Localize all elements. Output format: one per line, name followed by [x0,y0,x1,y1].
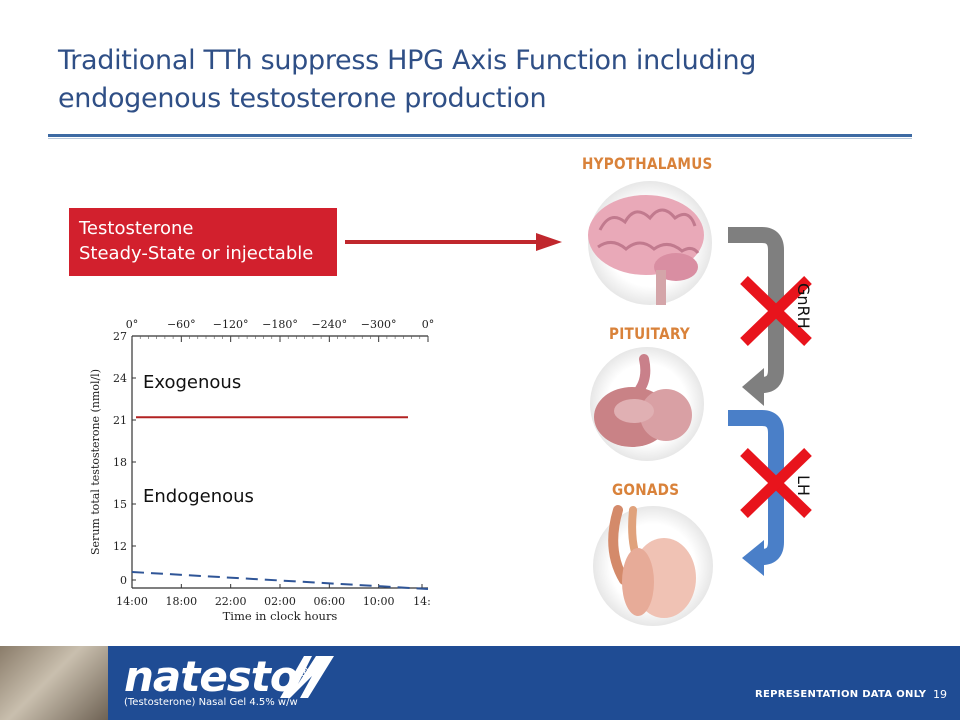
organ-label-gonads: GONADS [612,480,680,499]
chart-ticks: 0°−60°−120°−180°−240°−300°0°272421181512… [89,318,434,623]
title-line-1: Traditional TTh suppress HPG Axis Functi… [58,45,757,76]
chart-x-axis-title: Time in clock hours [223,609,338,623]
chart-top-tick-label: 0° [126,318,139,331]
chart-y-axis-title: Serum total testosterone (nmol/l) [89,369,102,555]
chart-lines [131,416,429,590]
testosterone-box-line-1: Testosterone [79,218,194,239]
testosterone-arrow-head [536,233,562,251]
chart-top-tick-label: −300° [361,318,397,331]
representation-note: REPRESENTATION DATA ONLY [755,689,927,700]
testosterone-box: Testosterone Steady-State or injectable [69,208,337,276]
chart-y-tick-label: 18 [113,456,127,469]
chart-y-tick-label: 21 [113,414,127,427]
endogenous-line [131,571,429,590]
lh-block-x [740,448,812,518]
footer-bar [0,646,960,720]
lh-arrow-head [742,540,764,576]
chart-y-tick-label: 12 [113,540,127,553]
natesto-logo: natesto® [124,652,310,701]
exogenous-label: Exogenous [143,372,242,393]
chart-x-tick-label: 14: [413,595,431,608]
lh-label: LH [794,475,813,496]
chart-top-tick-label: −120° [213,318,249,331]
gnrh-label: GnRH [794,283,813,329]
testosterone-arrow [345,233,562,251]
chart-x-tick-label: 06:00 [313,595,345,608]
footer-photo [0,646,108,720]
natesto-logo-text: natesto [124,652,299,701]
chart-x-tick-label: 02:00 [264,595,296,608]
page-number: 19 [933,688,947,701]
title-divider [48,134,912,137]
chart-x-tick-label: 22:00 [215,595,247,608]
hpg-arrows [728,227,812,576]
chart-x-tick-label: 14:00 [116,595,148,608]
testosterone-box-line-2: Steady-State or injectable [79,243,314,264]
title-divider-shadow [48,138,912,139]
natesto-logo-mark-icon [280,656,334,698]
chart-y-tick-label: 15 [113,498,127,511]
brain-image [588,181,712,305]
chart-top-tick-label: −240° [311,318,347,331]
chart-x-tick-label: 10:00 [363,595,395,608]
organ-label-pituitary: PITUITARY [609,324,691,343]
chart-top-tick-label: −180° [262,318,298,331]
chart-y-tick-label: 24 [113,372,127,385]
title-line-2: endogenous testosterone production [58,83,547,114]
chart-y-tick-label: 0 [120,574,127,587]
slide-title: Traditional TTh suppress HPG Axis Functi… [58,42,898,118]
chart-y-tick-label: 27 [113,330,127,343]
gnrh-block-x [740,276,812,346]
chart-top-tick-label: −60° [167,318,196,331]
organ-label-hypothalamus: HYPOTHALAMUS [582,154,713,173]
gnrh-arrow-head [742,368,764,406]
chart-top-tick-label: 0° [422,318,435,331]
endogenous-label: Endogenous [143,486,254,507]
pituitary-image [590,347,704,461]
gonads-image [593,505,713,626]
chart-x-tick-label: 18:00 [165,595,197,608]
logo-subtitle: (Testosterone) Nasal Gel 4.5% w/w [124,697,298,708]
testosterone-chart: 0°−60°−120°−180°−240°−300°0°272421181512… [89,318,434,623]
